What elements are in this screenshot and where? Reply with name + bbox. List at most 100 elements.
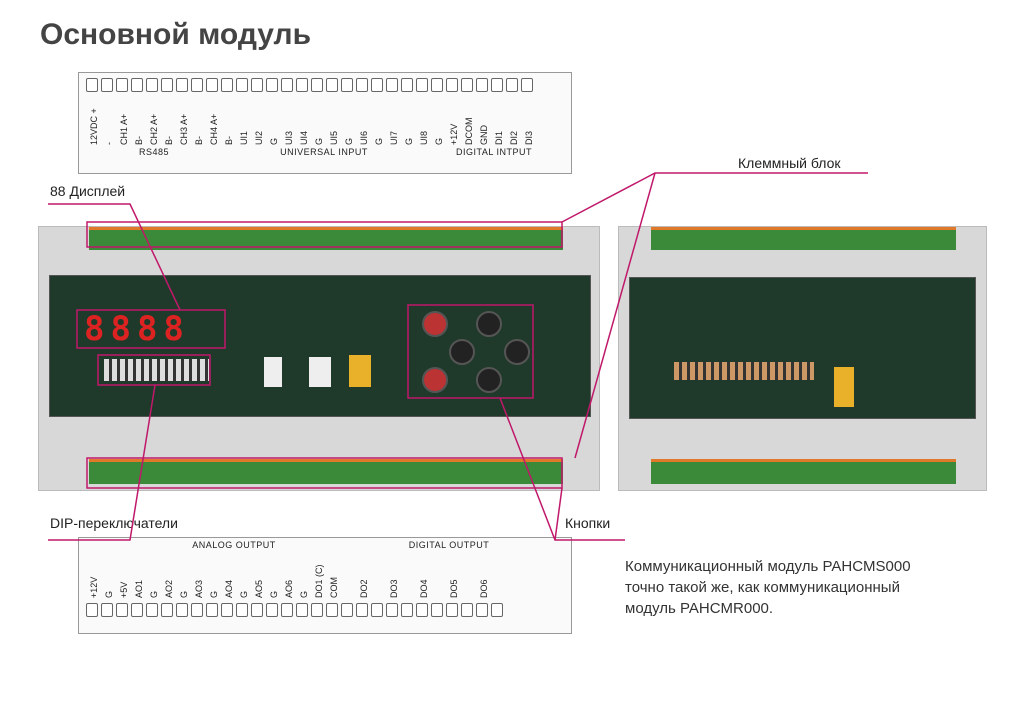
terminal-pin [341, 603, 353, 617]
button[interactable] [504, 339, 530, 365]
terminal-pin [236, 78, 248, 92]
main-module-photo: 8888 [38, 226, 600, 491]
dip-switches [674, 362, 814, 380]
terminal-pin [491, 78, 503, 92]
line-terminal-top [561, 172, 868, 223]
terminal-pin [191, 603, 203, 617]
label-terminal-block: Клеммный блок [738, 155, 841, 171]
terminal-pin [416, 603, 428, 617]
terminal-pin [146, 603, 158, 617]
pcb-board [49, 275, 591, 417]
label-buttons: Кнопки [565, 515, 611, 531]
terminal-pin [206, 603, 218, 617]
group-analog-output: ANALOG OUTPUT [192, 540, 276, 550]
label-dip-switches: DIP-переключатели [50, 515, 178, 531]
terminal-pin [296, 78, 308, 92]
terminal-pin [431, 603, 443, 617]
terminal-pin [446, 78, 458, 92]
terminal-pin [281, 603, 293, 617]
terminal-pin [461, 78, 473, 92]
terminal-pin [446, 603, 458, 617]
terminal-pin [176, 78, 188, 92]
group-rs485: RS485 [138, 147, 170, 157]
terminal-pin [371, 78, 383, 92]
label-display: 88 Дисплей [50, 183, 126, 199]
line-terminal-bottom [574, 172, 656, 459]
terminal-pin [356, 603, 368, 617]
button[interactable] [476, 311, 502, 337]
terminal-pin [131, 603, 143, 617]
line-display [48, 203, 181, 311]
terminal-pin [101, 603, 113, 617]
terminal-pin [416, 78, 428, 92]
terminal-pin [326, 603, 338, 617]
terminal-pin [476, 603, 488, 617]
terminal-pin [386, 603, 398, 617]
group-digital-input: DIGITAL INTPUT [455, 147, 532, 157]
button[interactable] [422, 311, 448, 337]
note-line: модуль PAHCMR000. [625, 600, 774, 617]
terminal-pin [176, 603, 188, 617]
page-title: Основной модуль [40, 18, 312, 51]
highlight-bottom-terminal [86, 457, 563, 489]
pcb-board [629, 277, 976, 419]
terminal-pins [85, 77, 565, 93]
terminal-pin [86, 603, 98, 617]
dip-switches [104, 359, 209, 381]
terminal-pin [221, 78, 233, 92]
terminal-pin [476, 78, 488, 92]
terminal-strip-top [89, 227, 563, 250]
terminal-pin [236, 603, 248, 617]
terminal-pin [146, 78, 158, 92]
terminal-pin [311, 78, 323, 92]
connector [834, 367, 854, 407]
seven-segment-display: 8888 [84, 309, 190, 349]
terminal-pin [356, 78, 368, 92]
terminal-pin [521, 78, 533, 92]
terminal-pin [401, 78, 413, 92]
note-text: Коммуникационный модуль PAHCMS000 точно … [625, 556, 911, 619]
terminal-pin [371, 603, 383, 617]
terminal-pin [131, 78, 143, 92]
terminal-pin [116, 78, 128, 92]
terminal-pin [341, 78, 353, 92]
terminal-pin [116, 603, 128, 617]
terminal-pin [266, 78, 278, 92]
terminal-pin [221, 603, 233, 617]
button[interactable] [476, 367, 502, 393]
terminal-pin [86, 78, 98, 92]
connector [264, 357, 282, 387]
terminal-pin [431, 78, 443, 92]
terminal-pins [85, 602, 565, 618]
highlight-top-terminal [86, 221, 563, 248]
terminal-pin [191, 78, 203, 92]
line-buttons-strip [554, 487, 563, 541]
line-dip [48, 384, 156, 541]
terminal-pin [296, 603, 308, 617]
terminal-pin [311, 603, 323, 617]
terminal-pin [251, 78, 263, 92]
button[interactable] [422, 367, 448, 393]
terminal-strip-top [651, 227, 956, 250]
terminal-pin [386, 78, 398, 92]
terminal-pin [461, 603, 473, 617]
highlight-buttons [407, 304, 534, 399]
terminal-pin [491, 603, 503, 617]
group-universal-input: UNIVERSAL INPUT [280, 147, 368, 157]
group-digital-output: DIGITAL OUTPUT [408, 540, 490, 550]
note-line: точно такой же, как коммуникационный [625, 579, 900, 596]
note-line: Коммуникационный модуль PAHCMS000 [625, 558, 911, 575]
terminal-pin [281, 78, 293, 92]
terminal-pin [161, 78, 173, 92]
terminal-pin [161, 603, 173, 617]
terminal-pin [506, 78, 518, 92]
terminal-pin [101, 78, 113, 92]
terminal-strip-bottom [651, 459, 956, 484]
terminal-pin [251, 603, 263, 617]
terminal-pin [401, 603, 413, 617]
button[interactable] [449, 339, 475, 365]
terminal-pin [326, 78, 338, 92]
terminal-strip-bottom [89, 459, 563, 484]
